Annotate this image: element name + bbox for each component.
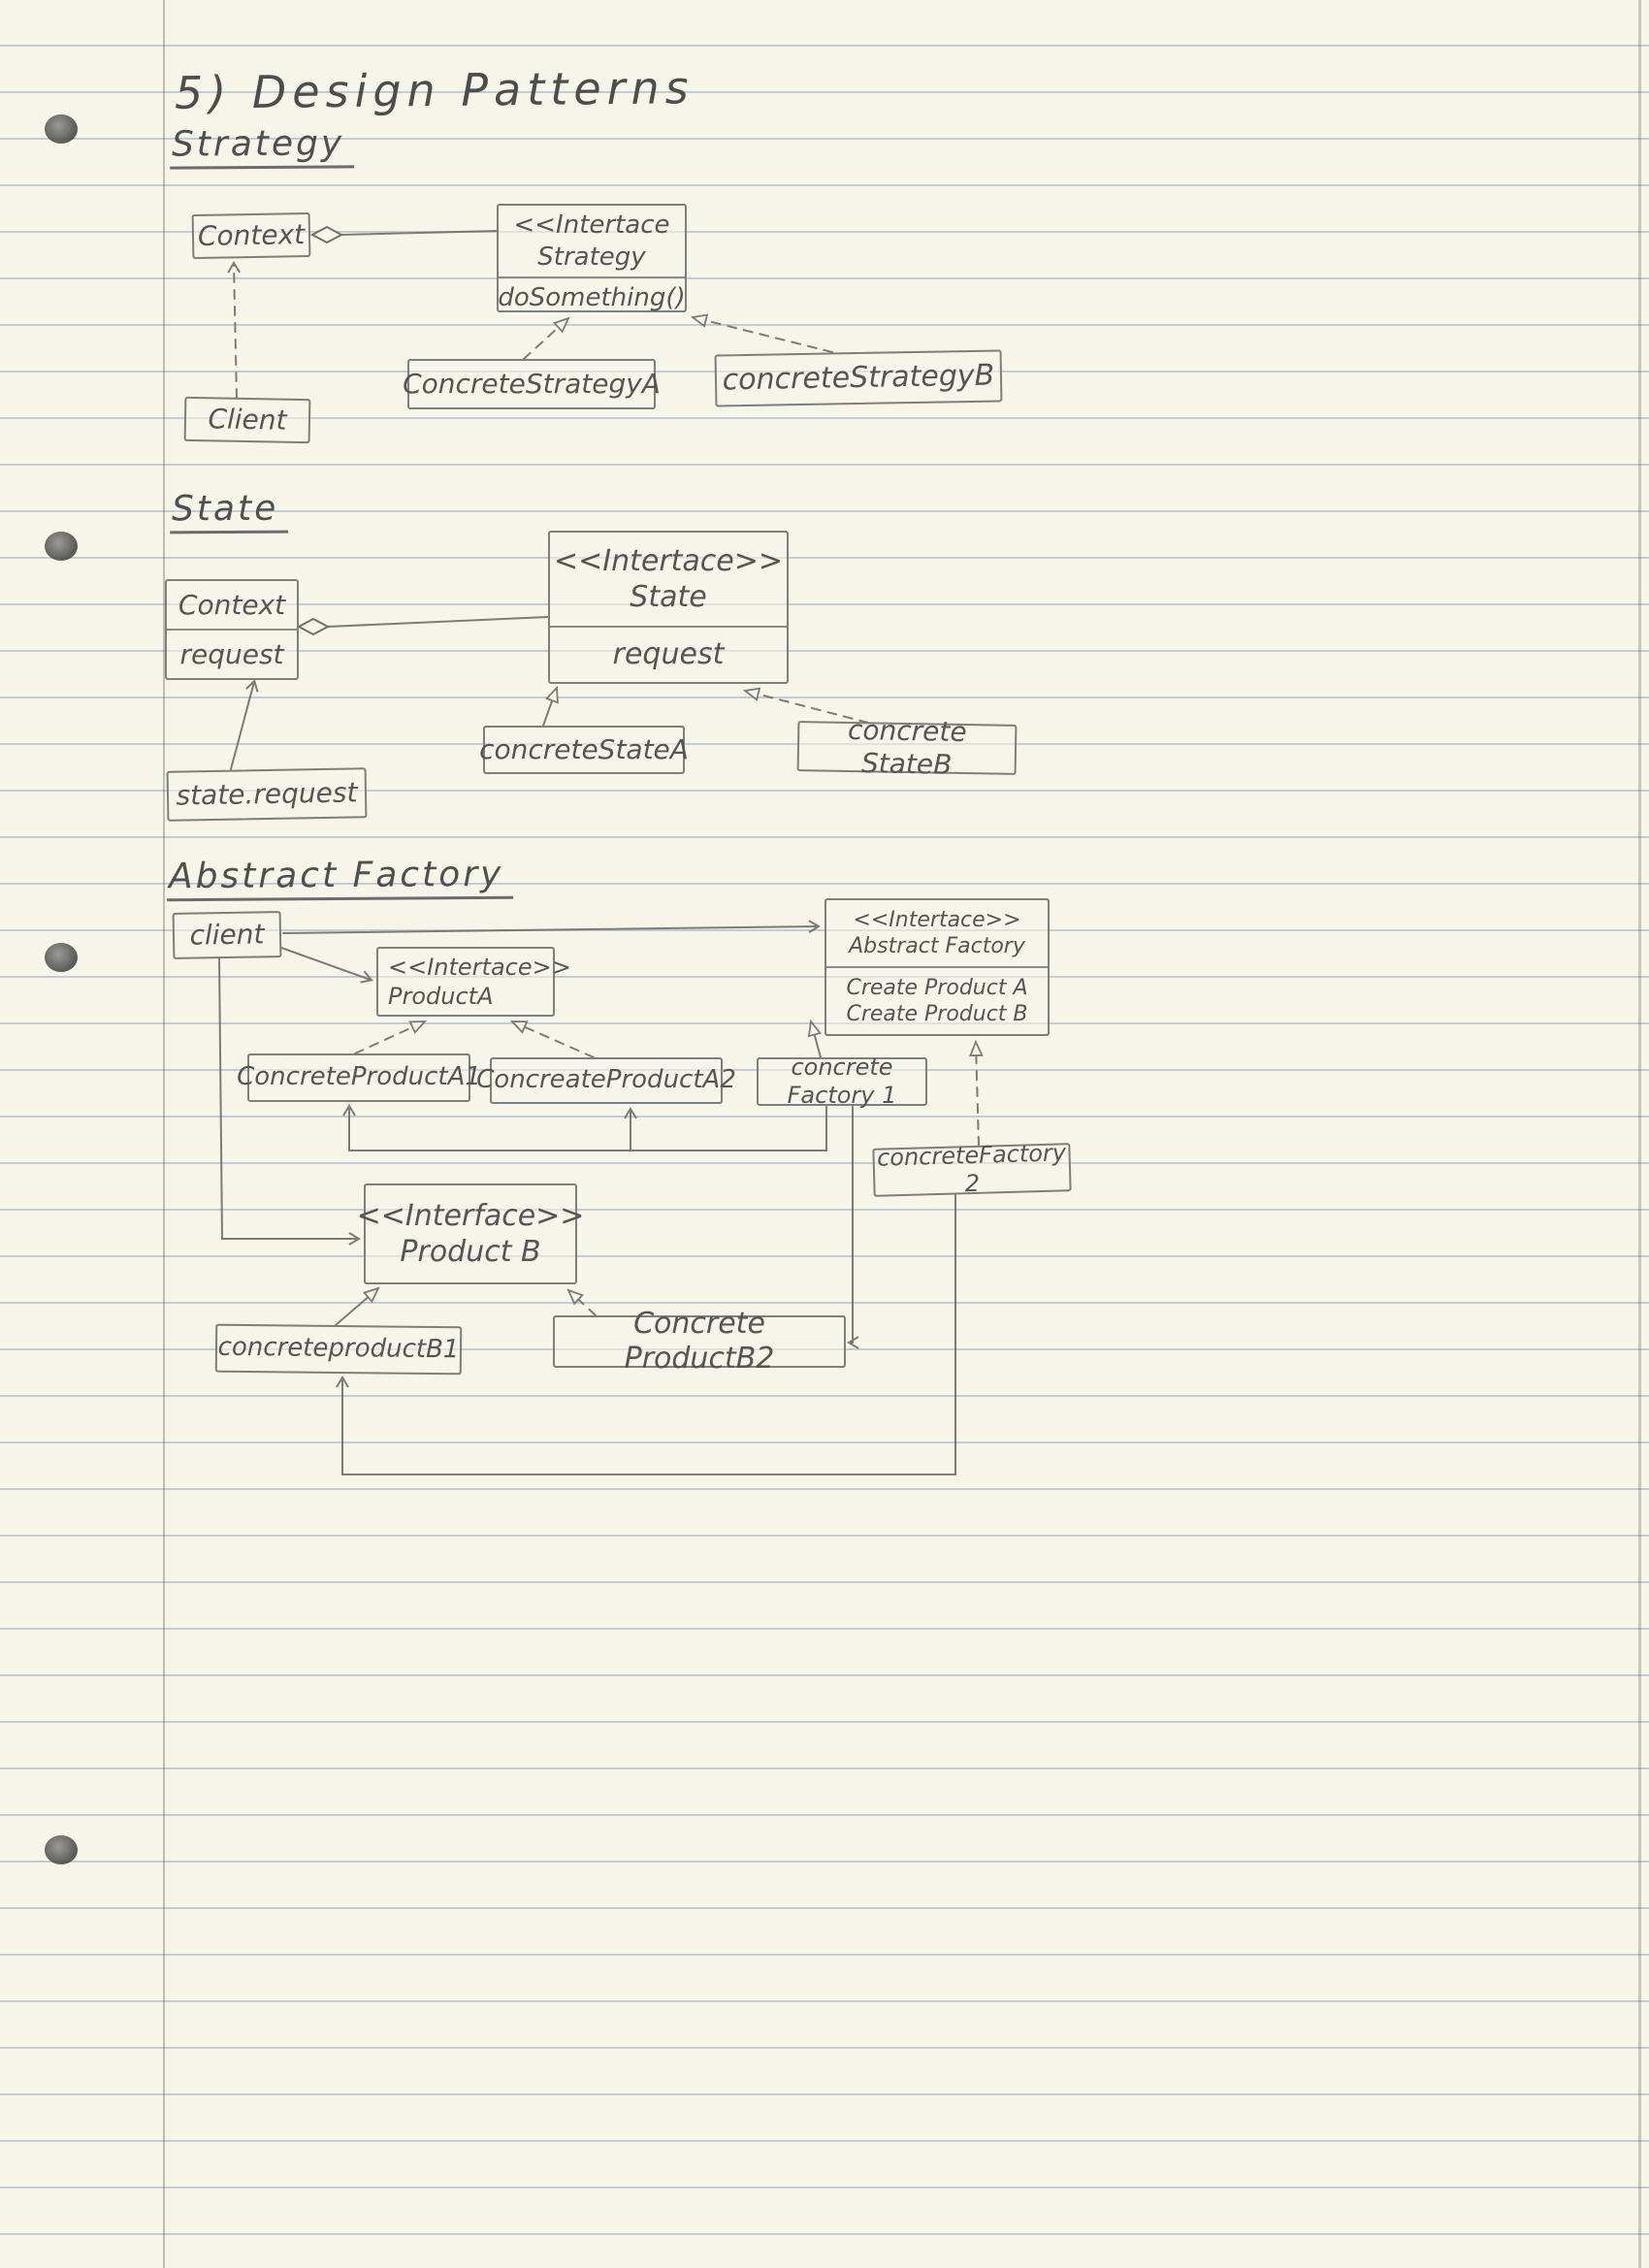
af-client-to-product-a-arrow — [280, 947, 373, 984]
state-context-method: request — [179, 638, 284, 670]
af-factory1-creates-a1-line — [342, 1104, 631, 1151]
strategy-concrete-b-realization — [690, 313, 833, 353]
af-concrete-product-a1-box: ConcreteProductA1 — [237, 1053, 481, 1102]
state-concrete-a-box: concreteStateA — [479, 726, 689, 774]
af-product-b-interface-box: <<Interface>> Product B — [357, 1183, 585, 1284]
af-product-b-name: Product B — [400, 1235, 541, 1269]
strategy-context-to-interface-line — [340, 230, 498, 236]
strategy-concrete-b-box: concreteStrategyB — [714, 349, 1003, 407]
strategy-client-label: Client — [208, 403, 287, 437]
strategy-concrete-a-box: ConcreteStrategyA — [403, 359, 661, 409]
strategy-heading: Strategy — [169, 123, 355, 170]
af-product-a-name: ProductA — [388, 983, 494, 1010]
af-factory-method-a: Create Product A — [846, 975, 1028, 1000]
state-interface-name-compartment: <<Intertace>> State — [550, 533, 787, 626]
af-product-a-stereotype: <<Intertace>> — [388, 954, 571, 981]
af-factory-interface-name: Abstract Factory — [849, 934, 1025, 958]
strategy-interface-name: Strategy — [537, 242, 646, 272]
abstract-factory-heading: Abstract Factory — [166, 854, 514, 902]
strategy-interface-name-compartment: <<Intertace Strategy — [499, 206, 685, 276]
state-heading: State — [169, 488, 289, 535]
af-factory-method-b: Create Product B — [846, 1002, 1028, 1026]
af-concrete-product-a2-label: ConcreateProductA2 — [476, 1065, 736, 1095]
af-concrete-product-b2-box: Concrete ProductB2 — [553, 1307, 846, 1376]
af-product-a1-realization — [354, 1021, 428, 1054]
strategy-context-box: Context — [191, 211, 311, 260]
state-context-method-compartment: request — [167, 629, 297, 678]
state-concrete-b-box: concrete StateB — [796, 714, 1018, 781]
strategy-client-box: Client — [183, 396, 311, 444]
af-product-a-compartment: <<Intertace>> ProductA — [378, 949, 571, 1015]
af-product-a2-realization — [509, 1021, 595, 1058]
af-concrete-product-b1-box: concreteproductB1 — [214, 1323, 463, 1376]
state-context-to-interface-line — [327, 616, 549, 628]
state-context-name-compartment: Context — [167, 581, 297, 629]
af-concrete-factory-1-box: concrete Factory 1 — [757, 1053, 927, 1109]
af-concrete-factory-1-label: concrete Factory 1 — [787, 1053, 897, 1109]
state-interface-method-compartment: request — [550, 626, 787, 682]
af-client-box: client — [172, 911, 282, 959]
strategy-interface-box: <<Intertace Strategy doSomething() — [497, 204, 687, 312]
af-concrete-product-a2-box: ConcreateProductA2 — [476, 1057, 736, 1104]
state-call-box: state.request — [166, 767, 368, 822]
af-factory1-creates-b2-line — [847, 1106, 859, 1349]
af-product-a-interface-box: <<Intertace>> ProductA — [376, 947, 571, 1017]
af-client-label: client — [189, 918, 265, 952]
af-factory1-creates-a2-line — [624, 1106, 827, 1151]
state-interface-stereotype: <<Intertace>> — [553, 543, 784, 578]
af-factory-interface-box: <<Intertace>> Abstract Factory Create Pr… — [824, 898, 1050, 1036]
strategy-concrete-a-realization — [523, 316, 570, 360]
af-product-b1-realization — [335, 1286, 380, 1326]
strategy-interface-stereotype: <<Intertace — [513, 211, 670, 240]
af-concrete-factory-2-box: concreteFactory 2 — [872, 1139, 1072, 1197]
af-concrete-product-a1-label: ConcreteProductA1 — [237, 1062, 481, 1092]
state-interface-name: State — [630, 580, 707, 614]
state-call-label: state.request — [176, 776, 358, 812]
strategy-client-to-context-arrow — [227, 261, 242, 399]
strategy-concrete-b-label: concreteStrategyB — [722, 358, 995, 398]
state-concrete-b-label: concrete StateB — [847, 714, 967, 781]
strategy-context-label: Context — [197, 218, 306, 253]
af-product-b-stereotype: <<Interface>> — [356, 1198, 585, 1233]
page-title: 5) Design Patterns — [174, 61, 695, 119]
state-context-box: Context request — [165, 579, 299, 680]
strategy-aggregation-diamond — [309, 225, 344, 244]
strategy-concrete-a-label: ConcreteStrategyA — [403, 368, 661, 401]
af-product-b-compartment: <<Interface>> Product B — [357, 1185, 585, 1282]
strategy-interface-method-compartment: doSomething() — [498, 276, 686, 318]
hole-punch — [45, 943, 78, 972]
state-call-to-context-arrow — [230, 679, 259, 770]
page-edge-line — [1638, 0, 1641, 2268]
page-margin-line — [163, 0, 165, 2268]
af-concrete-product-b2-label: Concrete ProductB2 — [624, 1307, 775, 1376]
af-factory-interface-name-compartment: <<Intertace>> Abstract Factory — [826, 900, 1048, 966]
state-context-name: Context — [178, 589, 286, 621]
hole-punch — [45, 1835, 78, 1864]
state-concrete-a-label: concreteStateA — [479, 733, 689, 766]
af-client-to-factory-arrow — [282, 920, 821, 934]
strategy-interface-method: doSomething() — [498, 283, 686, 312]
af-factory-interface-stereotype: <<Intertace>> — [853, 907, 1021, 932]
af-factory2-realization — [969, 1039, 984, 1147]
hole-punch — [45, 114, 78, 144]
state-interface-method: request — [612, 637, 725, 672]
hole-punch — [45, 532, 78, 561]
state-aggregation-diamond — [296, 617, 331, 636]
af-factory-interface-methods-compartment: Create Product A Create Product B — [826, 966, 1048, 1034]
state-interface-box: <<Intertace>> State request — [548, 531, 789, 684]
state-concrete-a-realization — [542, 685, 559, 727]
af-concrete-factory-2-label: concreteFactory 2 — [876, 1139, 1067, 1198]
af-concrete-product-b1-label: concreteproductB1 — [217, 1333, 460, 1365]
